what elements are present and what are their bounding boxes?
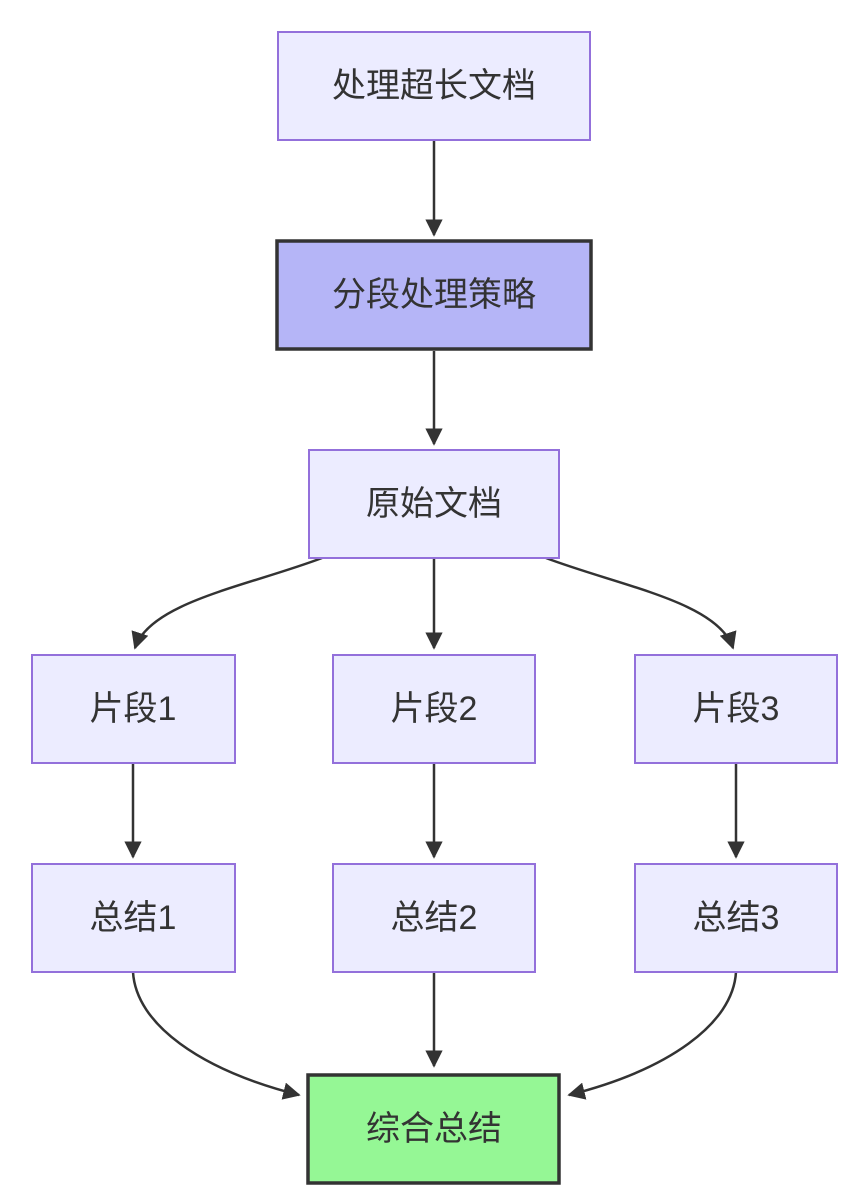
node-process-long-doc-label: 处理超长文档 <box>332 67 536 105</box>
node-segmentation-strategy-box <box>275 239 593 351</box>
node-fragment-3: 片段3 <box>634 654 838 764</box>
edge-summary1-to-final <box>131 971 301 1100</box>
node-final-summary: 综合总结 <box>306 1073 561 1185</box>
node-summary-3-label: 总结3 <box>693 899 780 937</box>
node-fragment-1-box <box>31 654 236 764</box>
node-summary-2-label: 总结2 <box>391 899 478 937</box>
node-fragment-3-box <box>634 654 838 764</box>
node-summary-2-box <box>332 863 536 973</box>
node-final-summary-box <box>306 1073 561 1185</box>
node-fragment-2-box <box>332 654 536 764</box>
node-segmentation-strategy-label: 分段处理策略 <box>332 276 536 314</box>
node-fragment-3-label: 片段3 <box>693 690 780 728</box>
edge-summary3-to-final <box>567 971 738 1100</box>
node-original-doc: 原始文档 <box>308 449 560 559</box>
node-process-long-doc-box <box>277 31 591 141</box>
node-summary-1: 总结1 <box>31 863 236 973</box>
edge-original-to-fragment3 <box>545 556 737 650</box>
node-original-doc-box <box>308 449 560 559</box>
node-summary-2: 总结2 <box>332 863 536 973</box>
node-summary-3: 总结3 <box>634 863 838 973</box>
node-summary-3-box <box>634 863 838 973</box>
edge-original-to-fragment1 <box>131 556 323 650</box>
node-segmentation-strategy: 分段处理策略 <box>275 239 593 351</box>
node-fragment-1: 片段1 <box>31 654 236 764</box>
node-summary-1-box <box>31 863 236 973</box>
node-fragment-1-label: 片段1 <box>90 690 177 728</box>
node-original-doc-label: 原始文档 <box>366 485 502 523</box>
node-process-long-doc: 处理超长文档 <box>277 31 591 141</box>
node-summary-1-label: 总结1 <box>90 899 177 937</box>
node-fragment-2-label: 片段2 <box>391 690 478 728</box>
node-final-summary-label: 综合总结 <box>366 1110 502 1148</box>
node-fragment-2: 片段2 <box>332 654 536 764</box>
